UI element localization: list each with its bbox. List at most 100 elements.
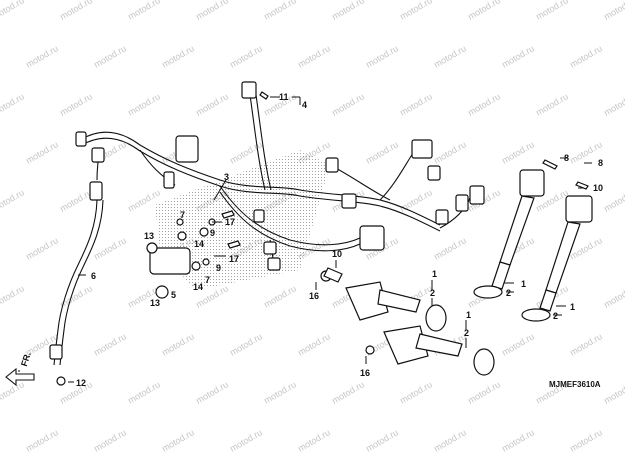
callout-14: 14 (194, 239, 204, 249)
watermark-text: motod.ru (0, 283, 26, 309)
watermark-text: motod.ru (568, 43, 604, 69)
callout-16: 16 (360, 368, 370, 378)
watermark-text: motod.ru (500, 427, 536, 453)
watermark-text: motod.ru (432, 43, 468, 69)
watermark-text: motod.ru (602, 0, 625, 22)
watermark-text: motod.ru (432, 235, 468, 261)
watermark-text: motod.ru (534, 91, 570, 117)
watermark-text: motod.ru (0, 0, 26, 22)
diagram-code: MJMEF3610A (549, 380, 601, 389)
watermark-text: motod.ru (126, 0, 162, 22)
sensor-cable (49, 199, 104, 386)
callout-1: 1 (432, 269, 437, 279)
ignition-coil-lower-bottom (365, 325, 495, 376)
watermark-text: motod.ru (58, 0, 94, 22)
watermark-text: motod.ru (24, 235, 60, 261)
watermark-text: motod.ru (330, 91, 366, 117)
watermark-text: motod.ru (500, 43, 536, 69)
callout-10: 10 (593, 183, 603, 193)
watermark-text: motod.ru (602, 91, 625, 117)
watermark-text: motod.ru (296, 331, 332, 357)
watermark-text: motod.ru (364, 139, 400, 165)
watermark-text: motod.ru (228, 427, 264, 453)
callout-17: 17 (229, 254, 239, 264)
callout-9: 9 (216, 263, 221, 273)
watermark-text: motod.ru (432, 139, 468, 165)
callout-1: 1 (521, 279, 526, 289)
callout-5: 5 (171, 290, 176, 300)
watermark-text: motod.ru (92, 331, 128, 357)
watermark-text: motod.ru (126, 91, 162, 117)
callout-16: 16 (309, 291, 319, 301)
callout-10: 10 (332, 249, 342, 259)
watermark-text: motod.ru (330, 379, 366, 405)
watermark-text: motod.ru (568, 331, 604, 357)
callout-2: 2 (553, 311, 558, 321)
watermark-text: motod.ru (0, 187, 26, 213)
watermark-text: motod.ru (398, 379, 434, 405)
watermark-text: motod.ru (602, 187, 625, 213)
watermark-text: motod.ru (364, 427, 400, 453)
watermark-text: motod.ru (92, 427, 128, 453)
watermark-text: motod.ru (568, 427, 604, 453)
watermark-text: motod.ru (296, 427, 332, 453)
direction-label: FR. (19, 351, 33, 368)
watermark-text: motod.ru (228, 43, 264, 69)
watermark-text: motod.ru (296, 43, 332, 69)
watermark-text: motod.ru (262, 379, 298, 405)
watermark-text: motod.ru (262, 0, 298, 22)
callout-7: 7 (180, 210, 185, 220)
watermark-text: motod.ru (24, 43, 60, 69)
watermark-text: motod.ru (534, 0, 570, 22)
watermark-text: motod.ru (330, 0, 366, 22)
callout-2: 2 (506, 288, 511, 298)
watermark-text: motod.ru (466, 0, 502, 22)
watermark-layer: motod.ru motod.ru motod.ru motod.ru motod.ru… (0, 0, 625, 454)
watermark-text: motod.ru (194, 0, 230, 22)
callout-7: 7 (205, 275, 210, 285)
watermark-text: motod.ru (58, 187, 94, 213)
watermark-text: motod.ru (432, 427, 468, 453)
watermark-text: motod.ru (398, 91, 434, 117)
watermark-text: motod.ru (160, 331, 196, 357)
watermark-text: motod.ru (58, 91, 94, 117)
watermark-text: motod.ru (194, 379, 230, 405)
ignition-coil-upright-right (521, 159, 593, 322)
callout-numbers: 1 1 1 1 2 2 2 2 3 4 5 6 7 7 8 8 9 9 10 1… (76, 92, 603, 388)
watermark-text: motod.ru (0, 91, 26, 117)
watermark-text: motod.ru (602, 283, 625, 309)
callout-1: 1 (466, 310, 471, 320)
callout-2: 2 (464, 328, 469, 338)
watermark-text: motod.ru (160, 427, 196, 453)
watermark-text: motod.ru (58, 283, 94, 309)
callout-11: 11 (279, 92, 289, 102)
ignition-coil-lower-top (320, 267, 447, 332)
callout-14: 14 (193, 282, 203, 292)
callout-2: 2 (430, 288, 435, 298)
watermark-text: motod.ru (126, 379, 162, 405)
watermark-text: motod.ru (194, 91, 230, 117)
callout-13: 13 (144, 231, 154, 241)
watermark-text: motod.ru (602, 379, 625, 405)
watermark-text: motod.ru (160, 43, 196, 69)
watermark-text: motod.ru (500, 331, 536, 357)
callout-17: 17 (225, 217, 235, 227)
watermark-text: motod.ru (228, 331, 264, 357)
callout-13: 13 (150, 298, 160, 308)
callout-8: 8 (598, 158, 603, 168)
callout-8: 8 (564, 153, 569, 163)
front-direction-arrow (5, 367, 35, 387)
callout-6: 6 (91, 271, 96, 281)
watermark-text: motod.ru (398, 0, 434, 22)
watermark-text: motod.ru (262, 283, 298, 309)
leader-lines (68, 96, 592, 383)
watermark-text: motod.ru (92, 235, 128, 261)
watermark-text: motod.ru (466, 379, 502, 405)
callout-12: 12 (76, 378, 86, 388)
watermark-text: motod.ru (24, 139, 60, 165)
frame-shading (155, 150, 330, 290)
callout-1: 1 (570, 302, 575, 312)
watermark-text: motod.ru (364, 43, 400, 69)
